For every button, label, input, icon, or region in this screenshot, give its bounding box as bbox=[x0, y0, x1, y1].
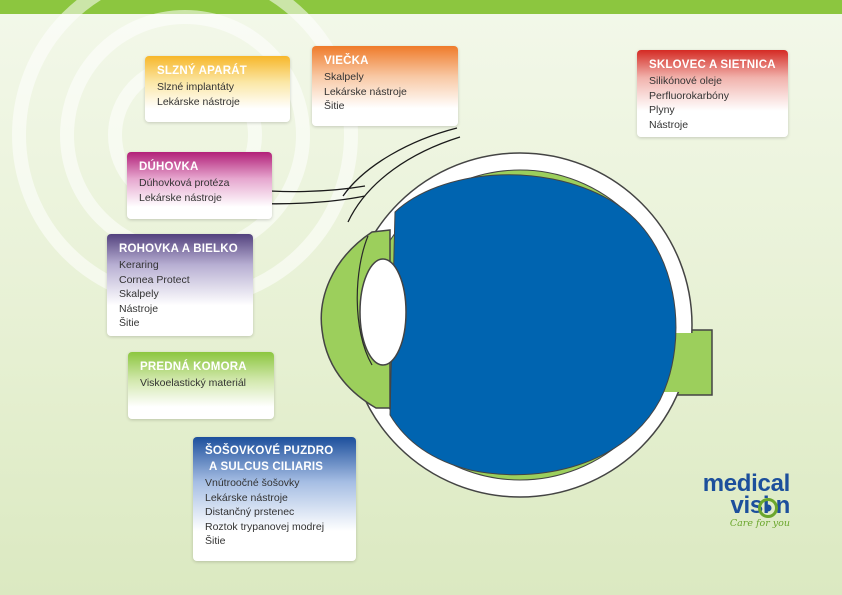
list-item: Lekárske nástroje bbox=[324, 85, 407, 98]
box-duhovka: DÚHOVKA Dúhovková protéza Lekárske nástr… bbox=[127, 152, 272, 219]
pointer-viecka-2 bbox=[347, 136, 461, 223]
eye-logo-icon bbox=[758, 498, 778, 518]
list-item: Nástroje bbox=[119, 302, 159, 315]
list-item: Šitie bbox=[119, 317, 140, 329]
pointer-viecka bbox=[342, 127, 458, 197]
top-bar bbox=[0, 0, 842, 14]
lens bbox=[359, 258, 407, 366]
list-item: Slzné implantáty bbox=[157, 81, 235, 93]
list-item: Viskoelastický materiál bbox=[140, 377, 247, 389]
box-rohovka-bielko: ROHOVKA a BIELKO Keraring Cornea Protect… bbox=[107, 234, 253, 336]
list-item: Šitie bbox=[205, 535, 226, 547]
box-title-line2: a SULCUS CILIARIS bbox=[209, 460, 324, 473]
list-item: Nástroje bbox=[649, 118, 689, 131]
box-title-line1: ŠOŠOVKOVÉ PUZDRO bbox=[205, 445, 334, 457]
list-item: Plyny bbox=[649, 104, 675, 116]
iris-line bbox=[356, 235, 373, 366]
list-item: Vnútroočné šošovky bbox=[205, 477, 300, 489]
box-sklovec-sietnica: SKLOVEC a SIETNICA Silikónové oleje Perf… bbox=[637, 50, 788, 137]
medical-vision-logo: medical visi n Care for you bbox=[664, 470, 804, 533]
box-title: SLZNÝ APARÁT bbox=[157, 65, 247, 77]
list-item: Dúhovková protéza bbox=[139, 177, 230, 189]
box-sosovkove-puzdro: ŠOŠOVKOVÉ PUZDRO a SULCUS CILIARIS Vnútr… bbox=[193, 437, 356, 561]
box-slzny-aparat: SLZNÝ APARÁT Slzné implantáty Lekárske n… bbox=[145, 56, 290, 122]
list-item: Skalpely bbox=[324, 71, 364, 83]
list-item: Skalpely bbox=[119, 288, 159, 300]
box-title: VIEČKA bbox=[324, 55, 369, 67]
list-item: Keraring bbox=[119, 259, 159, 271]
box-predna-komora: PREDNÁ KOMORA Viskoelastický materiál bbox=[128, 352, 274, 419]
logo-text-medical: medical bbox=[702, 470, 791, 497]
list-item: Lekárske nástroje bbox=[139, 191, 222, 204]
list-item: Perfluorokarbóny bbox=[649, 89, 729, 102]
box-title: PREDNÁ KOMORA bbox=[140, 361, 247, 373]
list-item: Šitie bbox=[324, 100, 345, 112]
list-item: Silikónové oleje bbox=[649, 75, 722, 87]
list-item: Distančný prstenec bbox=[205, 506, 295, 518]
box-viecka: VIEČKA Skalpely Lekárske nástroje Šitie bbox=[312, 46, 458, 126]
vitreous-body bbox=[389, 174, 677, 476]
box-title: SKLOVEC a SIETNICA bbox=[649, 59, 776, 71]
list-item: Lekárske nástroje bbox=[205, 491, 288, 504]
box-title: DÚHOVKA bbox=[139, 161, 199, 173]
box-title: ROHOVKA a BIELKO bbox=[119, 243, 238, 255]
list-item: Cornea Protect bbox=[119, 273, 190, 286]
logo-slogan: Care for you bbox=[729, 518, 790, 529]
list-item: Roztok trypanovej modrej bbox=[205, 520, 325, 533]
list-item: Lekárske nástroje bbox=[157, 95, 240, 108]
